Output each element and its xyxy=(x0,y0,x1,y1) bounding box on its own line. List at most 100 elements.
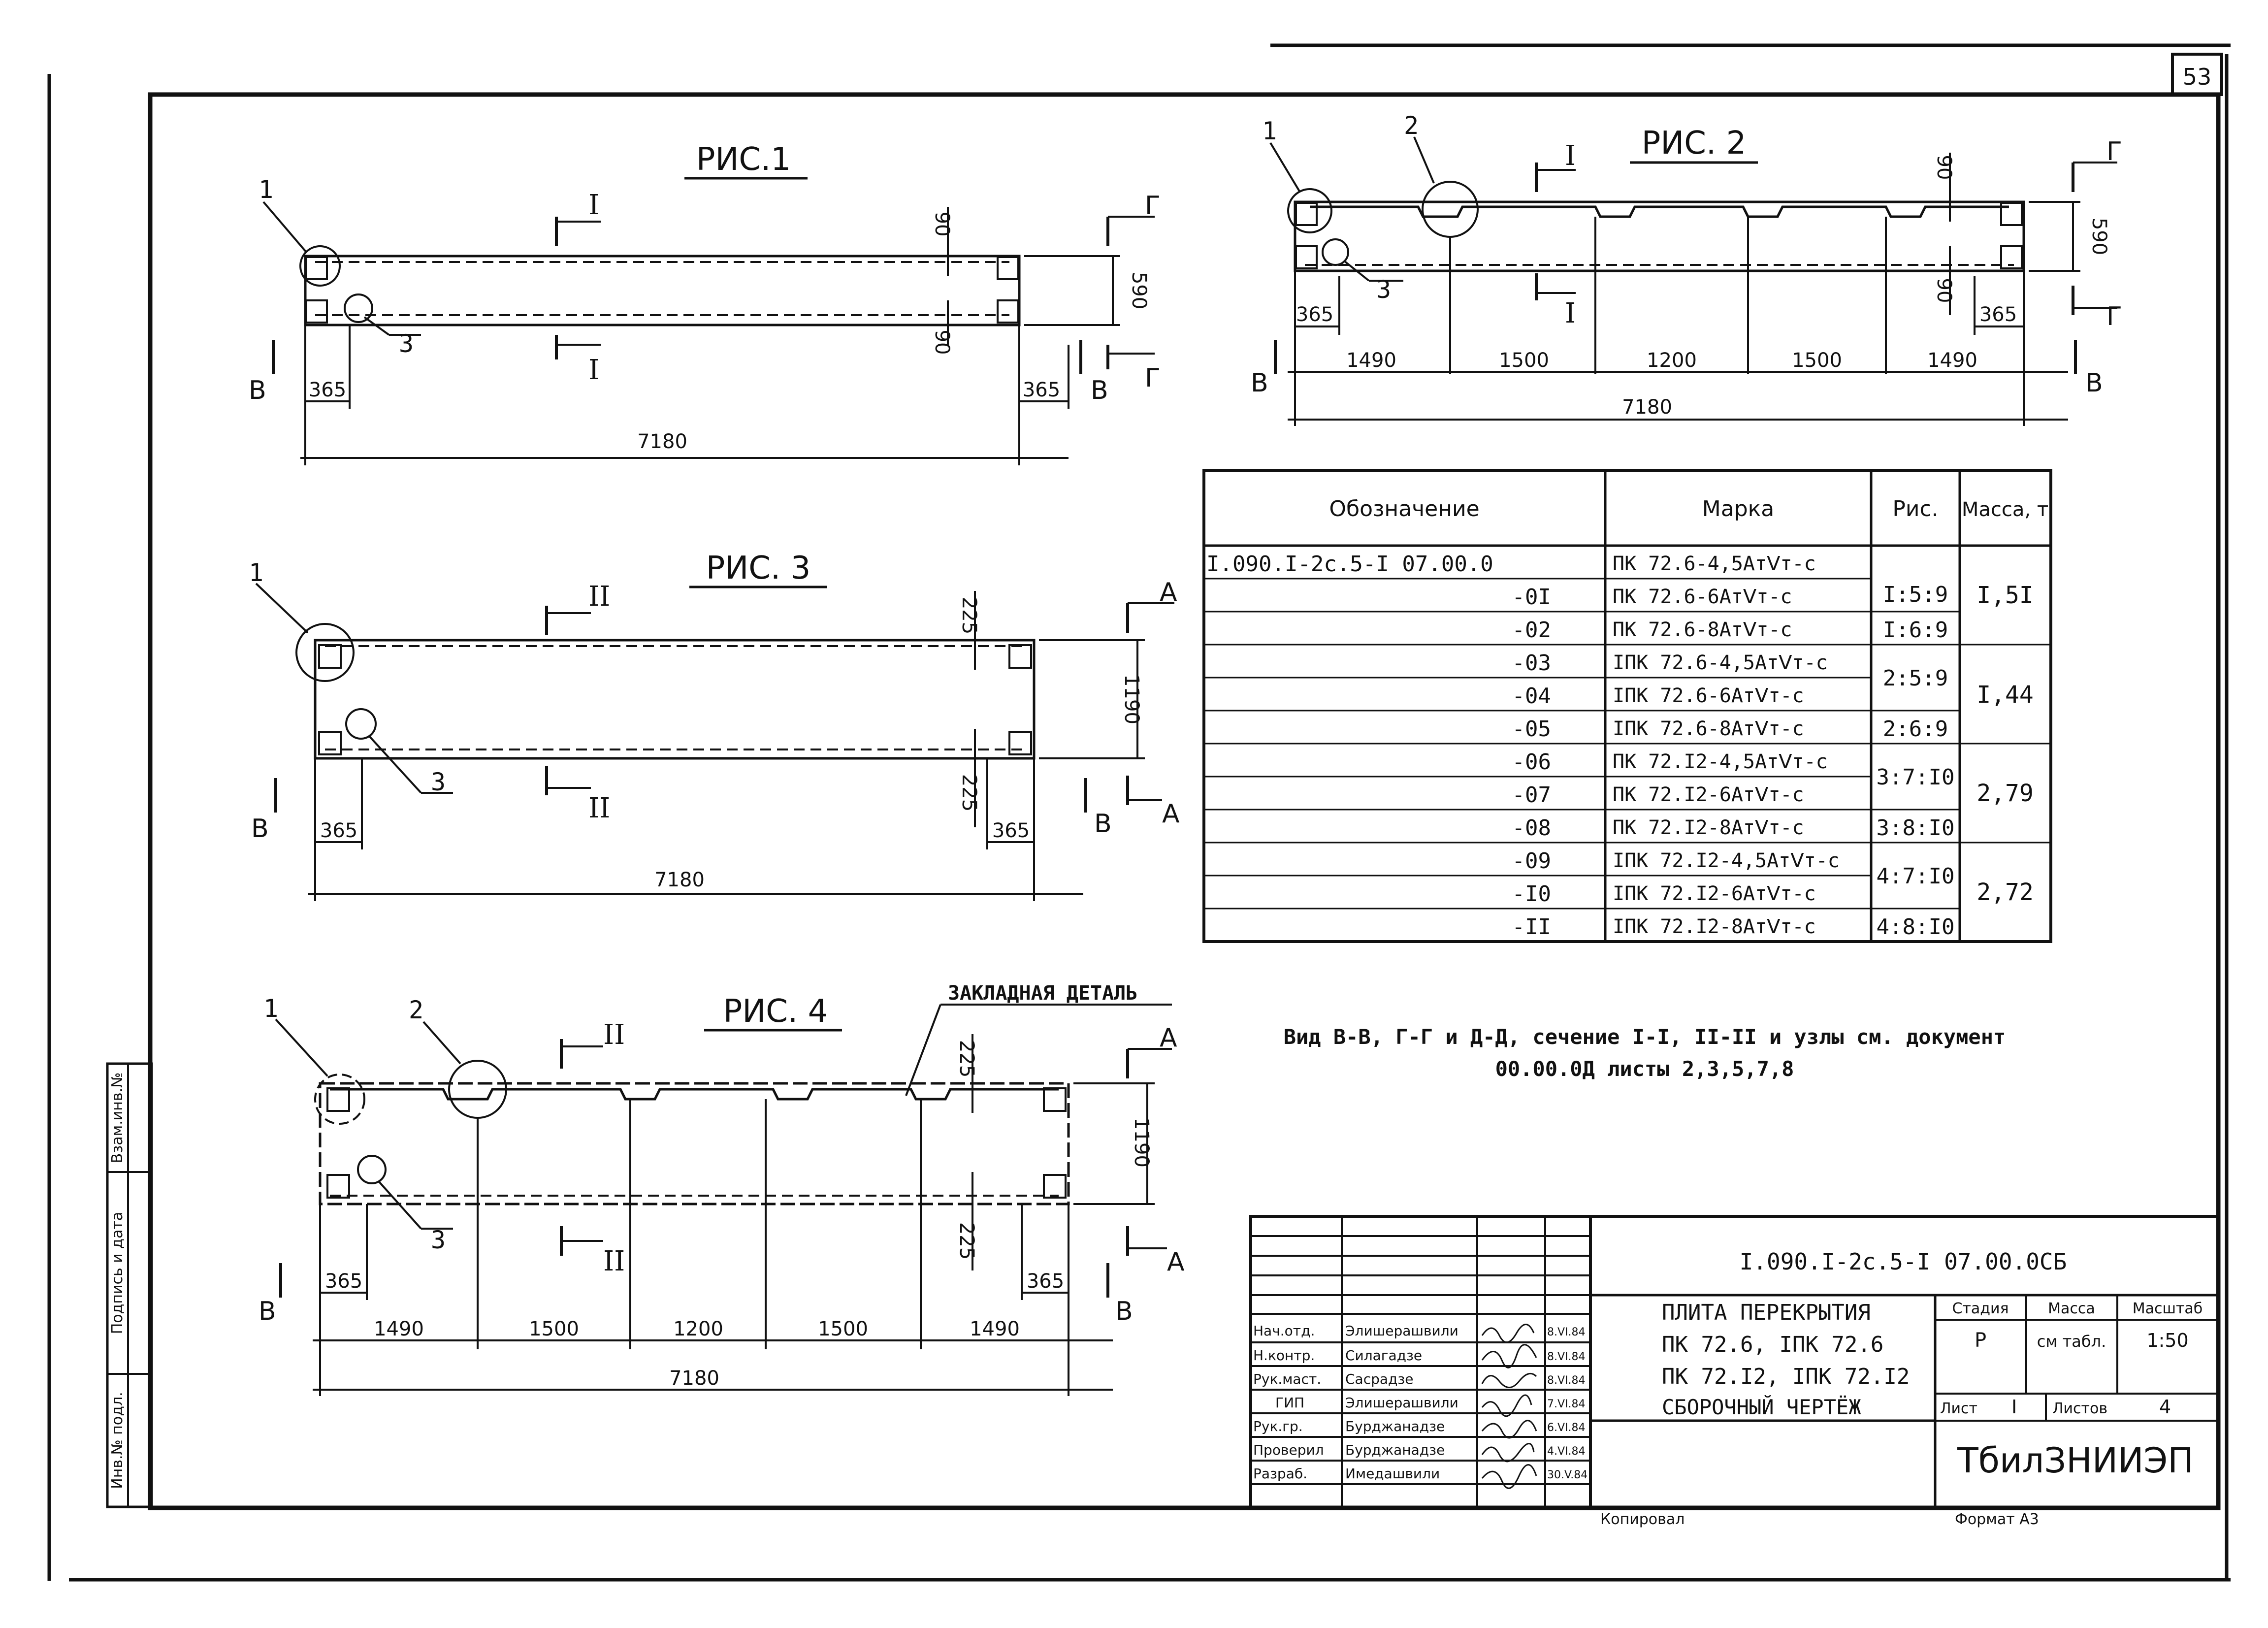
figure-2-seg-5: 1490 xyxy=(1927,349,1977,372)
footer-format: Формат А3 xyxy=(1955,1511,2039,1528)
spec-ris: 3:7:I0 xyxy=(1877,765,1955,790)
figure-2-view-v-left: В xyxy=(1251,368,1268,398)
figure-4-seg-3: 1200 xyxy=(673,1318,723,1340)
figure-3-view-v-right: В xyxy=(1094,809,1112,839)
figure-1-section-top: I xyxy=(588,189,599,221)
figure-1-dim-top: 90 xyxy=(931,212,953,237)
spec-ris: 3:8:I0 xyxy=(1877,815,1955,841)
spec-row-mark: IПК 72.6-8АтⅤт-с xyxy=(1613,717,1804,740)
role-label: Разраб. xyxy=(1253,1465,1307,1482)
figure-1-view-v-left: В xyxy=(249,376,266,405)
role-label: Проверил xyxy=(1253,1442,1324,1458)
figure-3-title: РИС. 3 xyxy=(706,550,811,586)
spec-row-mark: IПК 72.6-4,5АтⅤт-с xyxy=(1613,651,1828,674)
role-date: 8.VI.84 xyxy=(1547,1326,1586,1338)
spec-table: Обозначение Марка Рис. Масса, т I.090.I-… xyxy=(1202,469,2052,943)
spec-row-mark: ПК 72.6-6АтⅤт-с xyxy=(1613,586,1792,608)
title-doc-code: I.090.I-2с.5-I 07.00.0СБ xyxy=(1740,1248,2067,1275)
figure-2-dim-total: 7180 xyxy=(1622,396,1672,419)
figure-1-dim-right: 365 xyxy=(1023,379,1060,401)
role-date: 30.V.84 xyxy=(1547,1469,1588,1481)
figure-4-dim-left: 365 xyxy=(325,1270,362,1293)
spec-row-code: -05 xyxy=(1512,716,1551,742)
spec-row-code: -08 xyxy=(1512,815,1551,841)
figure-4-view-a-top: А xyxy=(1160,1023,1177,1053)
role-date: 4.VI.84 xyxy=(1547,1445,1586,1458)
figure-2-seg-4: 1500 xyxy=(1792,349,1842,372)
figure-3-section-bottom: II xyxy=(588,792,610,824)
spec-header-mark: Марка xyxy=(1702,496,1774,521)
figure-4-dim-bottom: 225 xyxy=(955,1222,978,1260)
spec-row-code: -06 xyxy=(1512,749,1551,775)
title-line-3: ПК 72.I2, IПК 72.I2 xyxy=(1662,1364,1910,1389)
role-name: Элишерашвили xyxy=(1345,1323,1458,1339)
role-name: Сасрадзе xyxy=(1345,1371,1414,1387)
figure-4-seg-1: 1490 xyxy=(374,1318,424,1340)
sheet-value: I xyxy=(2011,1396,2017,1418)
spec-ris: 4:8:I0 xyxy=(1877,914,1955,940)
spec-row-code: I.090.I-2с.5-I 07.00.0 xyxy=(1206,552,1493,577)
figure-4-section-top: II xyxy=(603,1019,625,1051)
figure-4-seg-4: 1500 xyxy=(818,1318,868,1340)
figure-1-title: РИС.1 xyxy=(696,141,791,178)
figure-2-seg-1: 1490 xyxy=(1346,349,1396,372)
figure-2-callout-2: 2 xyxy=(1404,111,1419,140)
spec-row-code: -03 xyxy=(1512,651,1551,676)
figure-2-section-bottom: I xyxy=(1565,297,1576,329)
figure-2-callout-1: 1 xyxy=(1262,117,1277,145)
figure-4-view-v-left: В xyxy=(259,1297,276,1326)
spec-row-mark: ПК 72.I2-6АтⅤт-с xyxy=(1613,783,1804,806)
spec-mass: I,5I xyxy=(1976,582,2034,609)
spec-row-mark: ПК 72.6-4,5АтⅤт-с xyxy=(1613,553,1816,575)
scale-value: 1:50 xyxy=(2146,1330,2188,1351)
title-line-4: СБОРОЧНЫЙ ЧЕРТЁЖ xyxy=(1662,1395,1861,1419)
figure-2-seg-2: 1500 xyxy=(1499,349,1549,372)
spec-row-code: -II xyxy=(1512,914,1551,940)
spec-mass: 2,72 xyxy=(1976,879,2034,906)
figure-1: РИС.1 1 3 I I 7180 365 365 xyxy=(249,141,1161,465)
title-line-1: ПЛИТА ПЕРЕКРЫТИЯ xyxy=(1662,1300,1871,1325)
figure-4-title: РИС. 4 xyxy=(723,993,828,1030)
scale-label: Масштаб xyxy=(2133,1300,2203,1317)
role-label: Рук.гр. xyxy=(1253,1418,1303,1434)
figure-1-section-bottom: I xyxy=(588,354,599,386)
spec-row-code: -07 xyxy=(1512,782,1551,808)
figure-4-seg-2: 1500 xyxy=(529,1318,579,1340)
figure-4-note: ЗАКЛАДНАЯ ДЕТАЛЬ xyxy=(948,982,1137,1005)
spec-row-mark: IПК 72.6-6АтⅤт-с xyxy=(1613,684,1804,707)
spec-row-mark: ПК 72.6-8АтⅤт-с xyxy=(1613,619,1792,641)
title-line-2: ПК 72.6, IПК 72.6 xyxy=(1662,1332,1883,1357)
role-label: Рук.маст. xyxy=(1253,1371,1321,1387)
stage-label: Стадия xyxy=(1952,1300,2009,1317)
title-block: I.090.I-2с.5-I 07.00.0СБ ПЛИТА ПЕРЕКРЫТИ… xyxy=(1249,1215,2220,1509)
figure-2-view-g-bottom: Г xyxy=(2106,302,2122,331)
role-name: Бурджанадзе xyxy=(1345,1442,1445,1458)
figure-2-callout-3: 3 xyxy=(1376,275,1391,304)
figure-1-view-v-right: В xyxy=(1091,376,1108,405)
spec-row-mark: IПК 72.I2-8АтⅤт-с xyxy=(1613,915,1816,938)
spec-mark-column: ПК 72.6-4,5АтⅤт-с ПК 72.6-6АтⅤт-с ПК 72.… xyxy=(1613,553,1840,938)
figure-3-callout-1: 1 xyxy=(249,558,263,587)
role-date: 6.VI.84 xyxy=(1547,1422,1586,1434)
sheets-value: 4 xyxy=(2159,1396,2171,1418)
figure-3-section-top: II xyxy=(588,581,610,613)
figure-4-section-bottom: II xyxy=(603,1245,625,1277)
figure-3-dim-total: 7180 xyxy=(654,869,705,891)
figure-3-dim-top: 225 xyxy=(958,597,980,634)
role-name: Бурджанадзе xyxy=(1345,1418,1445,1434)
figure-3-view-a-top: А xyxy=(1160,578,1177,607)
spec-mass-column: I,5I I,44 2,79 2,72 xyxy=(1976,582,2034,906)
figure-1-view-g-top: Г xyxy=(1145,191,1161,221)
role-label: Н.контр. xyxy=(1253,1347,1315,1364)
spec-mass: 2,79 xyxy=(1976,780,2034,807)
figure-2-dim-right: 365 xyxy=(1979,303,2017,326)
spec-ris: I:6:9 xyxy=(1883,618,1948,643)
sheets-label: Листов xyxy=(2052,1400,2107,1417)
role-date: 8.VI.84 xyxy=(1547,1374,1586,1387)
stage-value: Р xyxy=(1975,1329,1986,1352)
spec-ris: 2:5:9 xyxy=(1883,666,1948,691)
figure-4-dim-height: 1190 xyxy=(1130,1117,1153,1168)
spec-row-code: -02 xyxy=(1512,618,1551,643)
figure-2-dim-left: 365 xyxy=(1296,303,1333,326)
